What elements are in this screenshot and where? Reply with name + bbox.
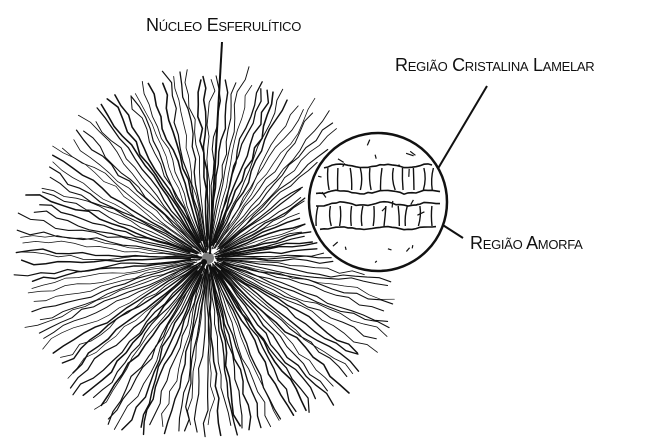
fibril-line [32,260,193,288]
magnified-inset [309,133,447,271]
fibril-line [217,264,359,371]
fibril-line [219,274,306,410]
lamella-block [431,206,432,226]
lamella-block [402,168,403,190]
lamella-block [413,168,414,190]
nucleus-center [201,252,214,265]
amorphous-speck [345,247,346,250]
fibril-line [94,271,198,397]
fibril-line [32,262,195,311]
fibril-line [53,162,202,254]
fibril-line [216,268,315,398]
fibril-line [216,100,287,242]
fibril-line [222,263,389,327]
label-amorphous-region: Região Amorfa [470,234,583,252]
label-nucleus: Núcleo Esferulítico [146,16,301,34]
fibril-line [180,72,207,247]
label-crystalline-region: Região Cristalina Lamelar [395,56,594,74]
amorphous-speck [412,245,413,248]
fibril-line [122,264,205,429]
fibril-line [148,84,201,241]
amorphous-speck [392,201,393,208]
